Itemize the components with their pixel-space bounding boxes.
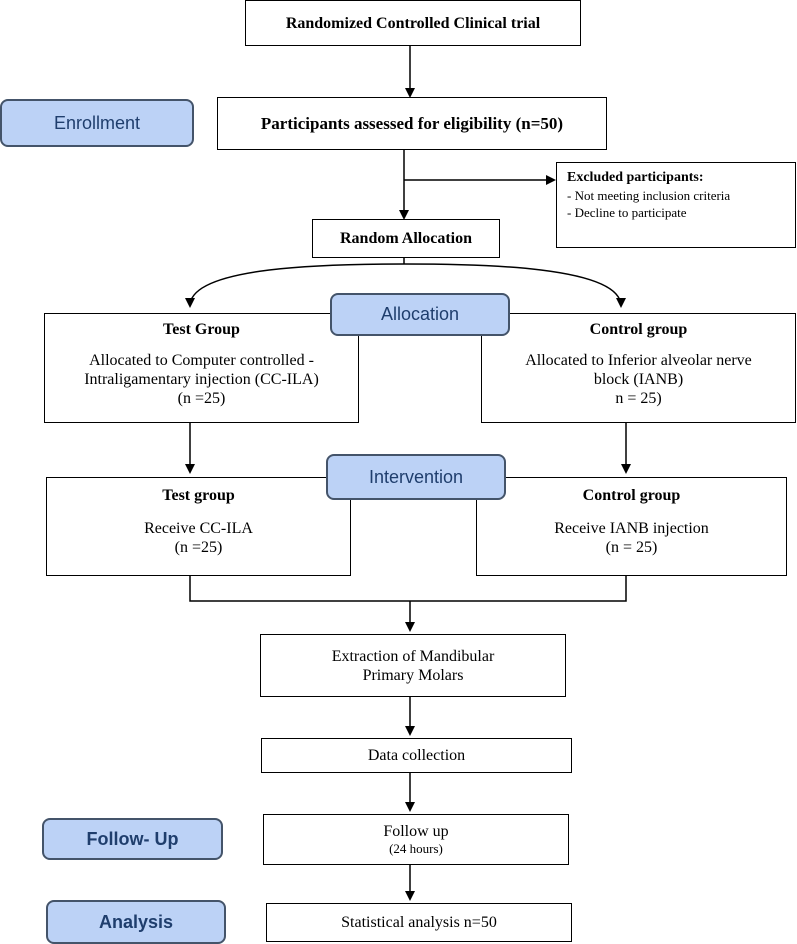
stage-label-text: Intervention [368, 466, 464, 487]
control-group-allocation-line: Allocated to Inferior alveolar nerve [525, 352, 752, 369]
stage-label-analysis: Analysis [46, 900, 226, 944]
test-group-allocation-title: Test Group [163, 321, 240, 338]
test-group-intervention-title: Test group [162, 487, 235, 504]
eligibility-box: Participants assessed for eligibility (n… [217, 97, 607, 150]
line-merge-groups [189, 576, 627, 602]
data-collection-text: Data collection [367, 747, 466, 764]
stage-label-intervention: Intervention [326, 454, 506, 500]
control-group-allocation-title: Control group [589, 321, 688, 338]
excluded-title: Excluded participants: [567, 170, 704, 185]
control-group-intervention-line: Receive IANB injection [554, 520, 709, 537]
curve-to-test-group [185, 263, 405, 308]
trial-box-text: Randomized Controlled Clinical trial [285, 14, 541, 32]
test-group-intervention-box: Test group Receive CC-ILA (n =25) [46, 477, 351, 576]
stage-label-text: Allocation [380, 304, 460, 324]
test-group-allocation-line: Allocated to Computer controlled - [89, 352, 314, 369]
excluded-item: - Decline to participate [567, 205, 687, 220]
trial-box: Randomized Controlled Clinical trial [245, 0, 581, 46]
statistical-analysis-text: Statistical analysis n=50 [341, 914, 497, 931]
random-allocation-text: Random Allocation [339, 230, 472, 247]
stage-label-text: Enrollment [53, 112, 141, 133]
stage-label-follow-up: Follow- Up [42, 818, 223, 860]
random-allocation-box: Random Allocation [312, 219, 500, 258]
control-group-allocation-box: Control group Allocated to Inferior alve… [481, 313, 796, 423]
stage-label-text: Follow- Up [86, 828, 179, 849]
extraction-line: Extraction of Mandibular [331, 647, 495, 665]
extraction-line: Primary Molars [362, 666, 464, 684]
control-group-intervention-title: Control group [582, 487, 681, 504]
control-group-allocation-count: n = 25) [615, 390, 662, 407]
excluded-item: - Not meeting inclusion criteria [567, 188, 731, 203]
follow-up-box: Follow up (24 hours) [263, 814, 569, 865]
follow-up-duration: (24 hours) [389, 841, 443, 856]
data-collection-box: Data collection [261, 738, 572, 773]
curve-to-control-group [403, 263, 626, 308]
control-group-intervention-count: (n = 25) [605, 539, 658, 556]
excluded-box: Excluded participants: - Not meeting inc… [556, 162, 796, 248]
control-group-allocation-line: block (IANB) [593, 371, 684, 388]
test-group-intervention-line: Receive CC-ILA [144, 520, 253, 537]
test-group-allocation-box: Test Group Allocated to Computer control… [44, 313, 359, 423]
statistical-analysis-box: Statistical analysis n=50 [266, 903, 572, 942]
eligibility-box-text: Participants assessed for eligibility (n… [260, 114, 564, 133]
follow-up-line: Follow up [383, 823, 449, 840]
extraction-box: Extraction of Mandibular Primary Molars [260, 634, 566, 697]
test-group-intervention-count: (n =25) [174, 539, 223, 556]
stage-label-text: Analysis [98, 911, 174, 932]
test-group-allocation-count: (n =25) [177, 390, 226, 407]
test-group-allocation-line: Intraligamentary injection (CC-ILA) [84, 371, 319, 388]
stage-label-allocation: Allocation [330, 293, 510, 336]
control-group-intervention-box: Control group Receive IANB injection (n … [476, 477, 787, 576]
stage-label-enrollment: Enrollment [0, 99, 194, 147]
